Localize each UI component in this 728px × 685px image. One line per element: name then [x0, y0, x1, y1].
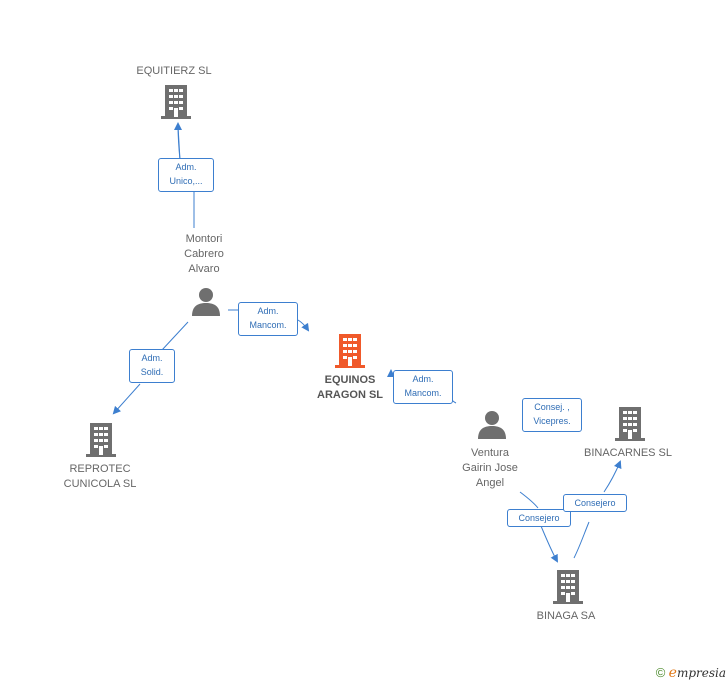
person-icon[interactable] [190, 287, 222, 317]
person-icon[interactable] [476, 410, 508, 440]
edge-label-adm-mancom-montori[interactable]: Adm. Mancom. [238, 302, 298, 336]
edge-montori-reprotec [114, 321, 189, 413]
person-label-montori[interactable]: Montori Cabrero Alvaro [184, 233, 224, 275]
building-icon[interactable] [552, 569, 584, 605]
edge-label-adm-unico[interactable]: Adm. Unico,... [158, 158, 214, 192]
brand-e: e [668, 665, 677, 681]
building-icon[interactable] [614, 406, 646, 442]
building-icon[interactable] [160, 84, 192, 120]
main-company-label[interactable]: EQUINOS ARAGON SL [317, 374, 383, 401]
company-label-binaga[interactable]: BINAGA SA [536, 610, 596, 622]
edge-label-consejero-binaga[interactable]: Consejero [507, 509, 571, 527]
edge-montori-equitierz-arrow [174, 122, 183, 161]
edge-label-adm-mancom-ventura[interactable]: Adm. Mancom. [393, 370, 453, 404]
company-label-binacarnes[interactable]: BINACARNES SL [583, 447, 673, 459]
brand-name: mpresia [676, 666, 726, 680]
building-icon[interactable] [85, 422, 117, 458]
edge-montori-equinos [228, 309, 308, 330]
empresia-logo[interactable]: © empresia [656, 665, 726, 681]
edge-ventura-binaga [519, 491, 557, 561]
edge-binaga-binacarnes [573, 462, 620, 559]
company-label-equitierz[interactable]: EQUITIERZ SL [136, 65, 212, 77]
copyright-icon: © [655, 665, 666, 680]
main-building-icon[interactable] [334, 333, 366, 369]
edge-label-consejero-binacarnes[interactable]: Consejero [563, 494, 627, 512]
edge-label-adm-solid[interactable]: Adm. Solid. [129, 349, 175, 383]
person-label-ventura[interactable]: Ventura Gairin Jose Angel [462, 447, 518, 489]
company-label-reprotec[interactable]: REPROTEC CUNICOLA SL [63, 463, 137, 490]
edge-label-consej-vicepres[interactable]: Consej. , Vicepres. [522, 398, 582, 432]
